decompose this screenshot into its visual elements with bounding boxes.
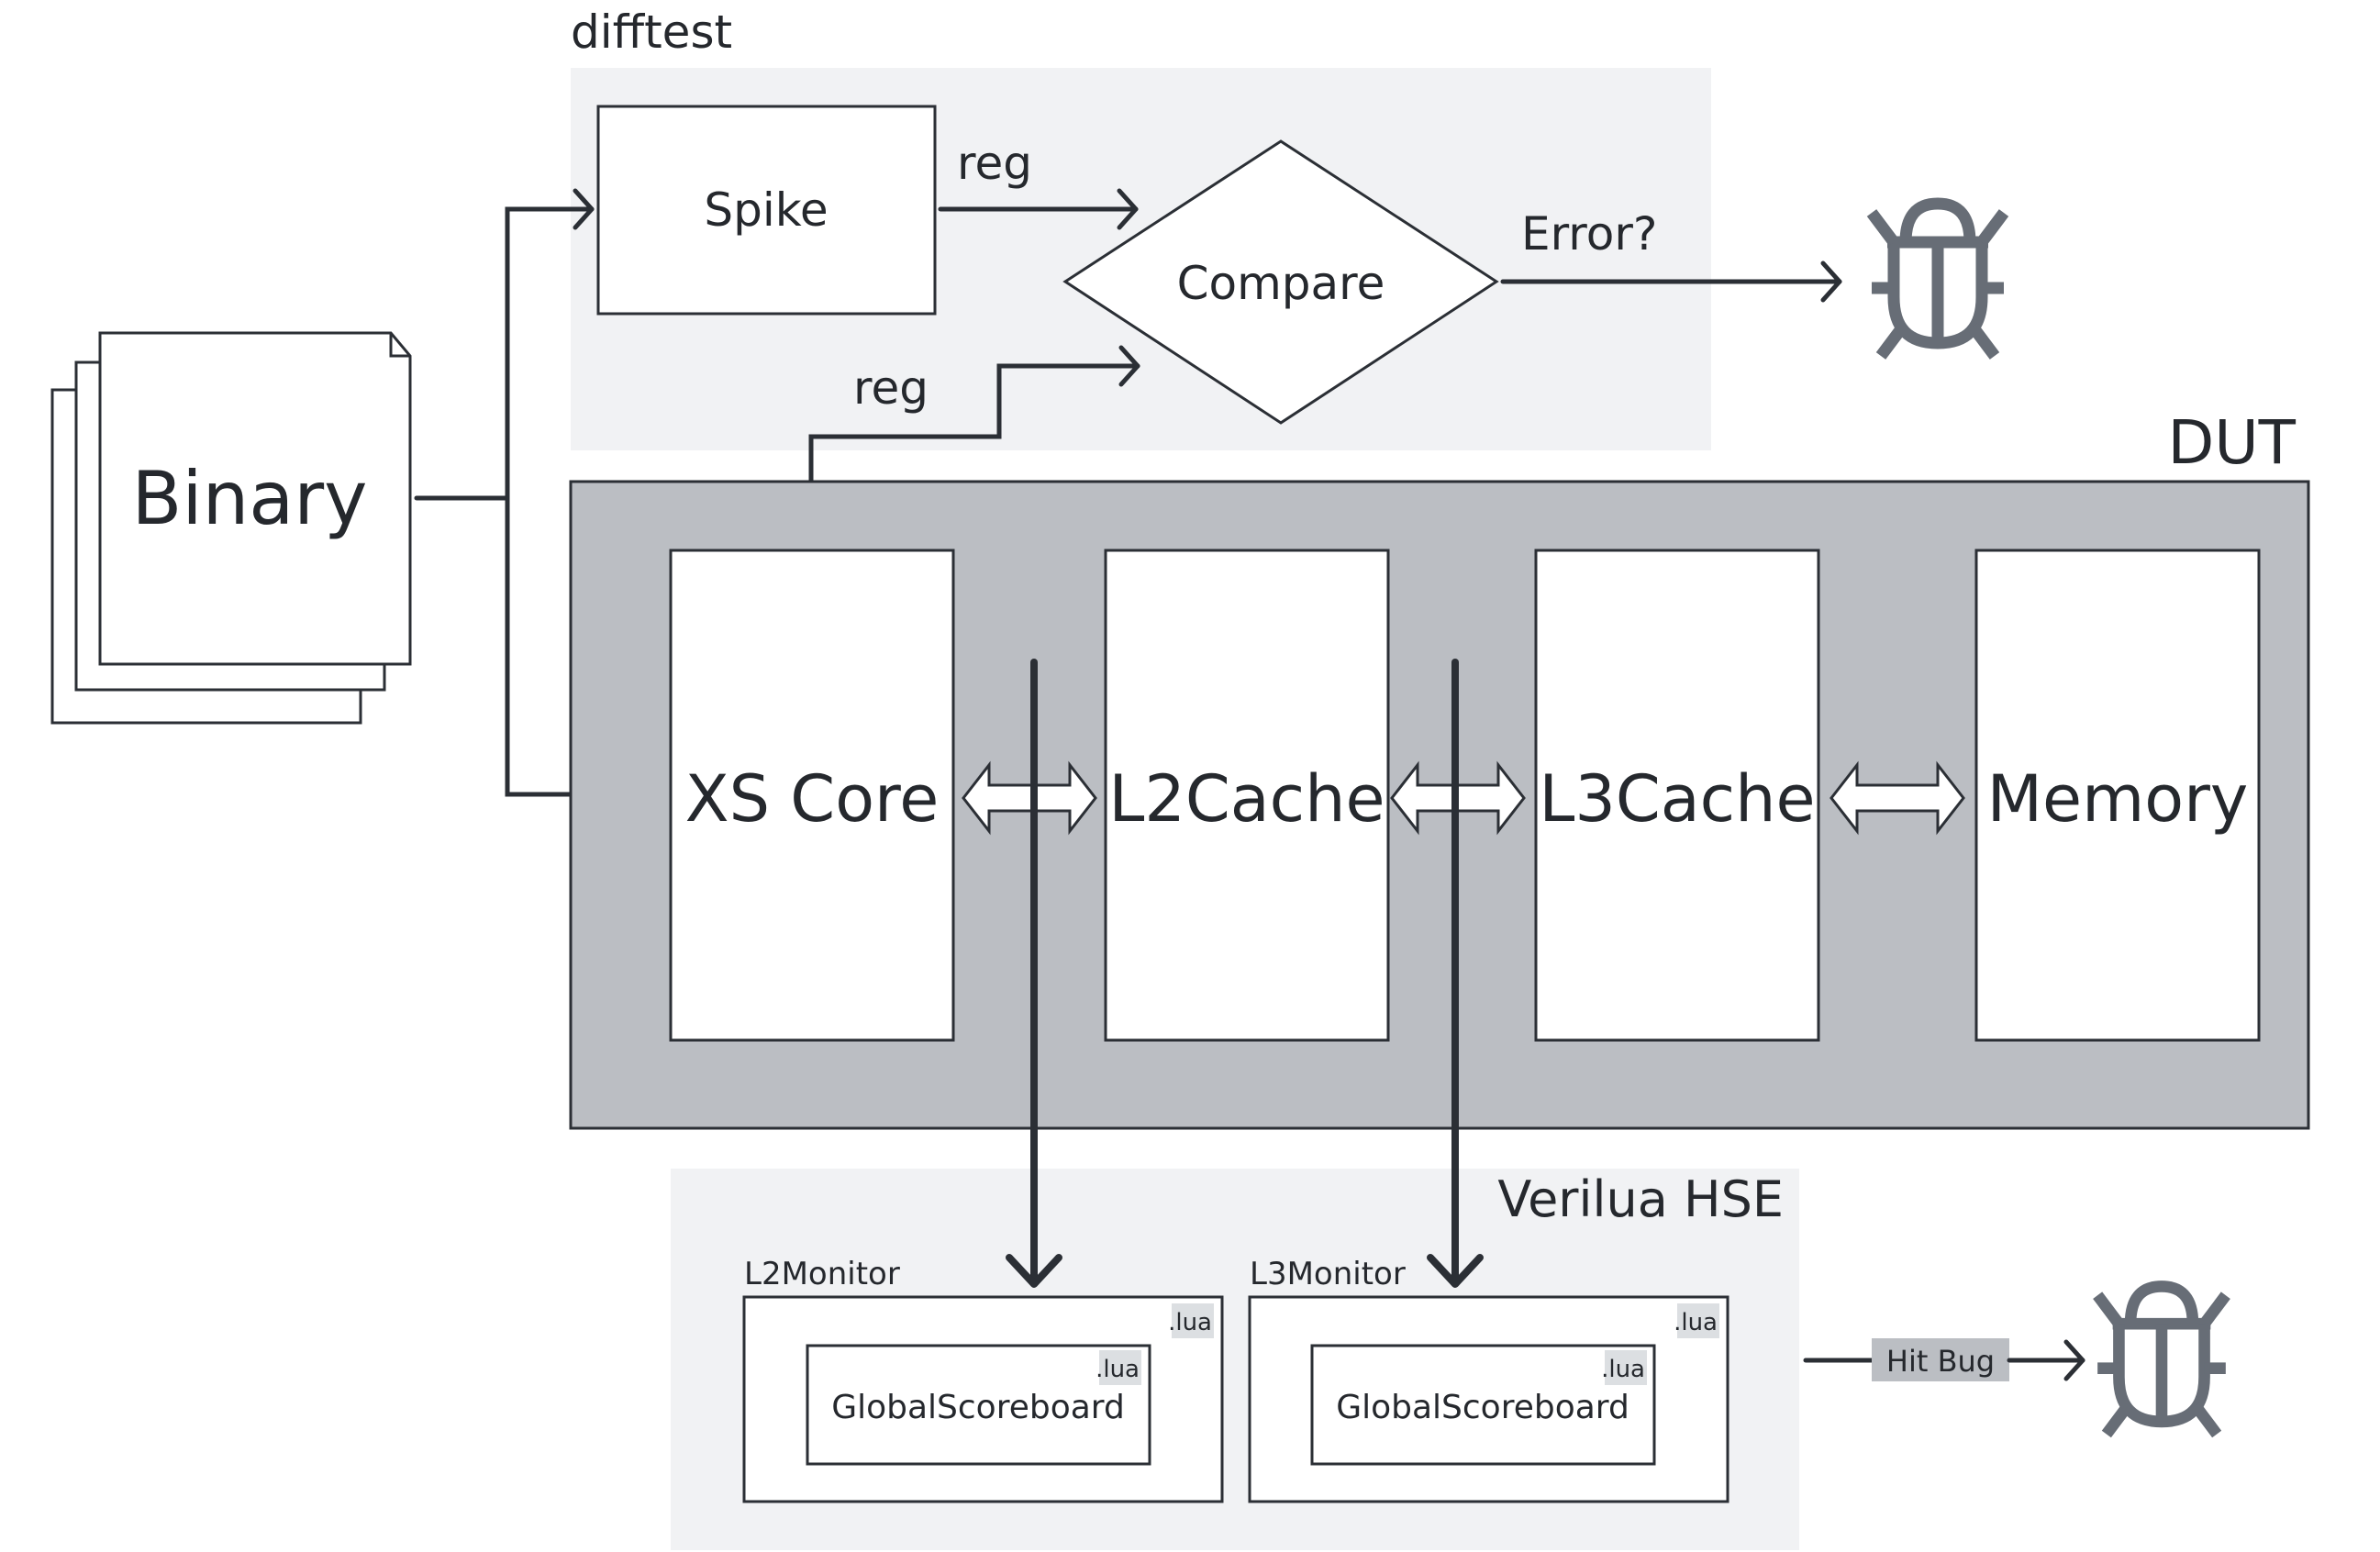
l3cache-label: L3Cache	[1539, 761, 1815, 837]
dut-block-l3cache[interactable]: L3Cache	[1534, 549, 1820, 1042]
difftest-title: difftest	[571, 6, 732, 59]
hit-bug-connector: Hit Bug	[1803, 1338, 2085, 1381]
core-to-compare-connector: reg	[808, 345, 1140, 544]
page-fold-icon	[389, 333, 410, 358]
binary-page-front	[98, 331, 412, 666]
l2monitor-file-tag: .lua	[1168, 1309, 1212, 1336]
arrow-head-icon	[1118, 345, 1140, 387]
verilua-title: Verilua HSE	[1497, 1170, 1784, 1228]
spike-label: Spike	[704, 183, 828, 237]
dut-region: DUT XS Core L2Cache L3Cache Memory	[569, 407, 2310, 1130]
reg-from-spike-label: reg	[957, 137, 1032, 190]
bug-icon	[1872, 204, 2004, 356]
hit-bug-label: Hit Bug	[1886, 1344, 1995, 1379]
memory-label: Memory	[1987, 761, 2249, 837]
arrow-head-icon	[1820, 261, 1842, 303]
dut-block-memory[interactable]: Memory	[1974, 549, 2261, 1042]
l2-monitor-probe	[1006, 659, 1062, 1288]
error-label: Error?	[1521, 207, 1657, 261]
l2monitor-label: L2Monitor	[744, 1256, 900, 1292]
arrow-down-icon	[1427, 1254, 1484, 1288]
l3-scoreboard-label: GlobalScoreboard	[1336, 1389, 1629, 1426]
lua-file-tag	[1172, 1303, 1214, 1338]
hit-bug-badge	[1872, 1338, 2009, 1381]
xs-core-label: XS Core	[685, 761, 940, 837]
lua-file-tag	[1677, 1303, 1719, 1338]
l3monitor-label: L3Monitor	[1250, 1256, 1406, 1292]
difftest-region: difftest Spike Compare reg reg Error?	[571, 6, 1842, 544]
lua-file-tag	[1099, 1350, 1141, 1385]
dut-block-l2cache[interactable]: L2Cache	[1104, 549, 1390, 1042]
l3-scoreboard-file-tag: .lua	[1601, 1356, 1645, 1383]
lua-file-tag	[1605, 1350, 1647, 1385]
l3-global-scoreboard[interactable]: .lua GlobalScoreboard	[1310, 1344, 1656, 1466]
l2cache-label: L2Cache	[1108, 761, 1385, 837]
arrow-head-icon	[1117, 188, 1139, 230]
verilua-region: Verilua HSE L2Monitor .lua .lua GlobalSc…	[671, 1169, 1799, 1550]
arrow-down-icon	[1006, 1254, 1062, 1288]
l2-scoreboard-file-tag: .lua	[1095, 1356, 1140, 1383]
spike-box[interactable]: Spike	[596, 105, 937, 316]
l3monitor-file-tag: .lua	[1674, 1309, 1718, 1336]
compare-to-bug-connector: Error?	[1500, 207, 1842, 303]
dut-title: DUT	[2168, 407, 2297, 478]
dut-block-xs-core[interactable]: XS Core	[669, 549, 955, 1042]
reg-from-core-label: reg	[853, 361, 929, 415]
l2-scoreboard-label: GlobalScoreboard	[831, 1389, 1125, 1426]
l2-global-scoreboard[interactable]: .lua GlobalScoreboard	[806, 1344, 1151, 1466]
l2monitor[interactable]: L2Monitor .lua .lua GlobalScoreboard	[742, 1256, 1224, 1503]
binary-files[interactable]: Binary	[50, 331, 412, 725]
l3monitor[interactable]: L3Monitor .lua .lua GlobalScoreboard	[1248, 1256, 1729, 1503]
arrow-head-icon	[573, 188, 595, 230]
spike-to-compare-connector: reg	[938, 137, 1139, 230]
l3-monitor-probe	[1427, 659, 1484, 1288]
compare-decision[interactable]: Compare	[1062, 139, 1499, 425]
bug-icon	[2097, 1286, 2226, 1434]
binary-label: Binary	[131, 456, 367, 541]
compare-label: Compare	[1177, 257, 1385, 310]
arrow-head-icon	[2063, 1339, 2085, 1381]
